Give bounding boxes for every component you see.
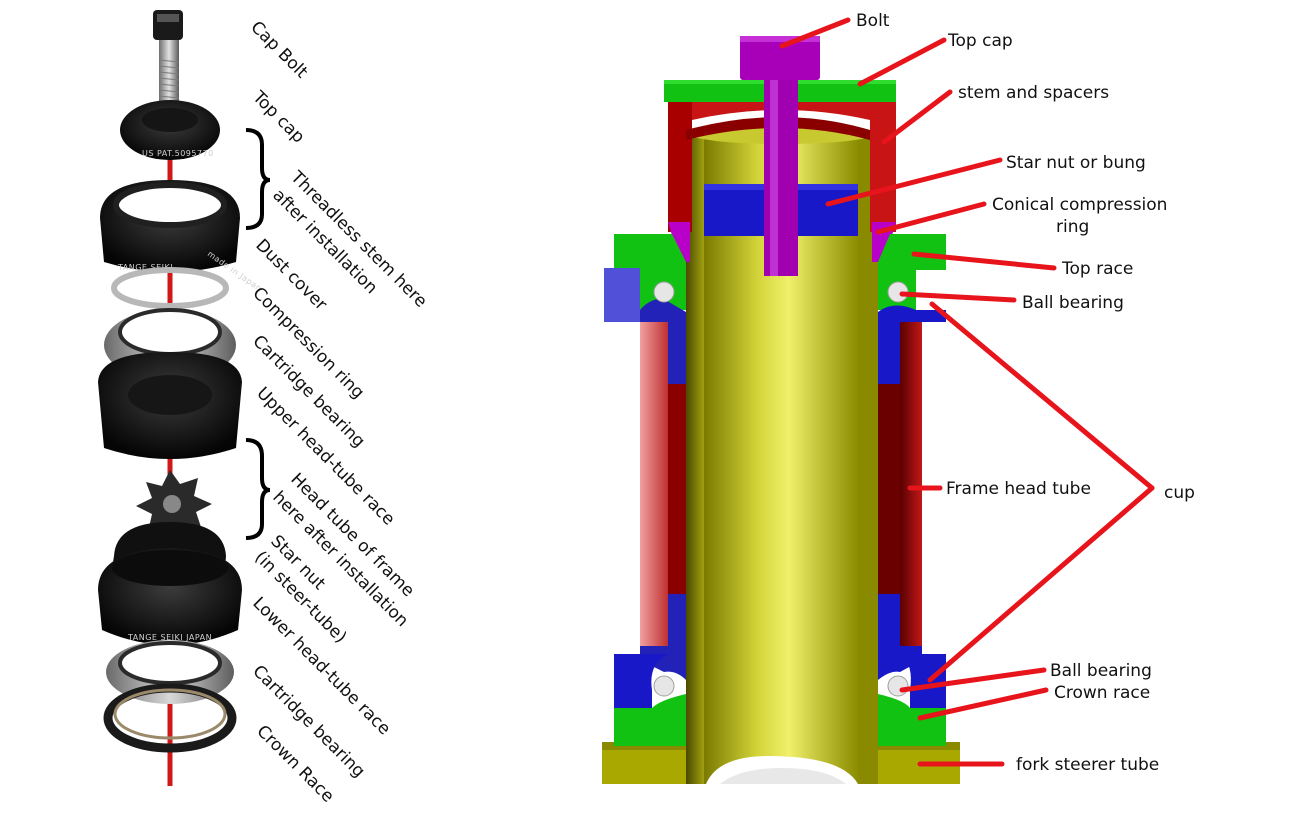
callout-lines: [779, 17, 1155, 767]
callout-compression-ring: [875, 201, 987, 235]
cross-section-view: Bolt Top cap stem and spacers Star nut o…: [602, 11, 1195, 784]
star-nut-section: [704, 184, 858, 236]
callout-crown-race: [917, 687, 1049, 721]
upper-cup-part: [98, 352, 242, 459]
callout-cup-bottom: [927, 485, 1155, 683]
label-top-cap-section: Top cap: [947, 31, 1013, 51]
exploded-view: US PAT.5095770 TANGE SEIKI made in Japan: [98, 10, 431, 807]
dust-cover-stamp: TANGE SEIKI: [117, 263, 173, 272]
label-fork-steerer: fork steerer tube: [1016, 755, 1159, 775]
cap-bolt-part: [153, 10, 183, 110]
callout-stem: [881, 89, 953, 145]
callout-top-race: [911, 251, 1057, 271]
label-ball-bearing-top: Ball bearing: [1022, 293, 1124, 313]
frame-head-tube: [640, 322, 922, 646]
top-cap-part: US PAT.5095770: [120, 100, 220, 160]
label-crown-race-section: Crown race: [1054, 683, 1150, 703]
left-lower-cup: [614, 594, 686, 746]
label-star-nut-bung: Star nut or bung: [1006, 153, 1146, 173]
label-cap-bolt: Cap Bolt: [246, 17, 311, 82]
lower-cup-part: TANGE SEIKI JAPAN: [98, 522, 242, 645]
callout-top-cap: [857, 37, 947, 87]
callout-bolt: [779, 17, 851, 49]
crown-race-part: [103, 683, 237, 753]
stem-part: [668, 100, 896, 232]
label-stem-spacers: stem and spacers: [958, 83, 1109, 103]
label-conical-compression: Conical compression: [992, 195, 1167, 215]
callout-ball-top: [899, 291, 1017, 303]
brace-headtube: [245, 438, 271, 540]
callout-ball-bottom: [899, 667, 1047, 693]
star-nut-part: [136, 470, 212, 540]
compression-ring-part: [111, 267, 229, 309]
callout-star-nut: [825, 157, 1003, 207]
bolt-section: [740, 36, 820, 276]
ball-bearing-bottom-left: [653, 675, 675, 697]
lower-cup-stamp: TANGE SEIKI JAPAN: [127, 633, 212, 642]
label-cup: cup: [1164, 483, 1195, 503]
label-top-cap: Top cap: [248, 87, 309, 148]
label-frame-head-tube: Frame head tube: [946, 479, 1091, 499]
ball-bearing-top-left: [653, 281, 675, 303]
brace-stem: [245, 128, 271, 230]
top-cap-stamp: US PAT.5095770: [142, 149, 214, 158]
compression-ring-left: [668, 222, 690, 262]
callout-cup-top: [929, 301, 1155, 491]
label-ball-bearing-bottom: Ball bearing: [1050, 661, 1152, 681]
label-bolt: Bolt: [856, 11, 890, 31]
label-top-race: Top race: [1061, 259, 1133, 279]
right-lower-cup: [878, 594, 946, 746]
label-conical-ring: ring: [1056, 217, 1089, 237]
ball-bearing-bottom-right: [887, 675, 909, 697]
